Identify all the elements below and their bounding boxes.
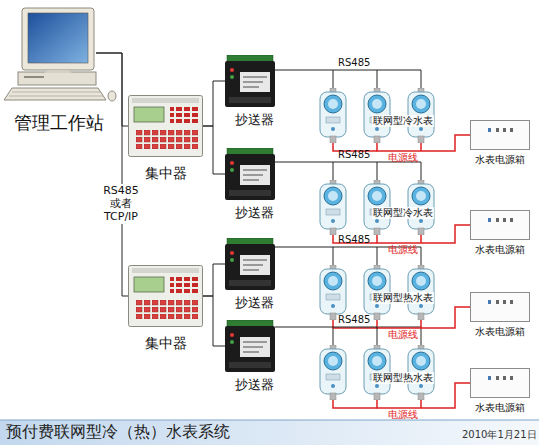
meter-illustration	[320, 88, 346, 143]
power-box: 水表电源箱	[470, 368, 530, 398]
signal-cable	[275, 327, 377, 345]
date-note: 2010年1月21日	[462, 429, 537, 441]
signal-cable	[275, 162, 377, 180]
cable-label: 电源线	[388, 409, 418, 421]
power-box-illustration	[471, 369, 530, 398]
node-label: 联网型冷水表	[372, 207, 434, 219]
key-row	[9, 96, 103, 97]
node-label: 水表电源箱	[462, 326, 538, 338]
mouse	[108, 91, 116, 101]
computer-case	[18, 72, 96, 85]
collector: 抄送器	[225, 55, 275, 107]
footer-rule	[0, 420, 539, 421]
signal-cable	[203, 296, 225, 346]
power-box: 水表电源箱	[470, 210, 530, 240]
collector-illustration	[225, 55, 275, 107]
power-box-illustration	[471, 293, 530, 322]
node-label: 管理工作站	[10, 112, 108, 134]
water-meter: 联网型冷水表	[362, 180, 392, 235]
cable-label: RS485 或者 TCP/IP	[98, 184, 144, 224]
meter-illustration	[320, 265, 346, 320]
cable-label: 电源线	[388, 152, 418, 164]
monitor-screen	[28, 13, 88, 63]
cable-label: RS485	[338, 234, 370, 246]
node-label: 水表电源箱	[462, 402, 538, 414]
collector: 抄送器	[225, 320, 275, 372]
collector: 抄送器	[225, 238, 275, 290]
node-label: 抄送器	[235, 112, 295, 128]
cable-label: RS485	[338, 57, 370, 69]
concentrator-illustration	[129, 266, 203, 327]
node-label: 联网型热水表	[372, 372, 434, 384]
power-box-illustration	[471, 211, 530, 240]
node-label: 抄送器	[235, 205, 295, 221]
node-label: 集中器	[128, 165, 203, 182]
monitor-frame	[22, 8, 94, 70]
footer-band	[0, 420, 539, 445]
collector: 抄送器	[225, 148, 275, 200]
collector-illustration	[225, 320, 275, 372]
workstation: 管理工作站	[22, 8, 96, 100]
signal-cable	[203, 81, 225, 126]
power-cable	[377, 307, 470, 328]
signal-cable	[275, 247, 377, 265]
concentrator: 集中器	[128, 95, 203, 157]
computer-illustration	[4, 8, 116, 101]
signal-cable	[275, 70, 377, 88]
power-box-illustration	[471, 121, 530, 150]
node-label: 抄送器	[235, 377, 295, 393]
power-cable	[377, 383, 470, 408]
node-label: 联网型热水表	[372, 292, 434, 304]
cable-label: RS485	[338, 314, 370, 326]
power-cable	[377, 135, 470, 151]
signal-cable	[203, 126, 225, 174]
cable-label: RS485	[338, 149, 370, 161]
node-label: 水表电源箱	[462, 244, 538, 256]
concentrator: 集中器	[128, 265, 203, 327]
cable-label: 电源线	[388, 244, 418, 256]
collector-illustration	[225, 148, 275, 200]
power-cable	[377, 225, 470, 243]
cable-label: 电源线	[388, 329, 418, 341]
node-label: 联网型冷水表	[372, 115, 434, 127]
key-row	[12, 92, 100, 93]
signal-cable	[203, 264, 225, 296]
node-label: 抄送器	[235, 295, 295, 311]
power-wire	[333, 143, 421, 408]
meter-illustration	[320, 345, 346, 400]
signal-cable	[96, 53, 128, 296]
keyboard	[4, 88, 106, 100]
node-label: 水表电源箱	[462, 154, 538, 166]
collector-illustration	[225, 238, 275, 290]
water-meter: 联网型热水表	[362, 345, 392, 400]
water-meter: 联网型冷水表	[362, 88, 392, 143]
diagram-title: 预付费联网型冷（热）水表系统	[6, 422, 230, 441]
node-label: 集中器	[128, 335, 203, 352]
concentrator-illustration	[129, 96, 203, 157]
power-box: 水表电源箱	[470, 120, 530, 150]
meter-illustration	[320, 180, 346, 235]
drive-slot	[24, 76, 44, 78]
power-box: 水表电源箱	[470, 292, 530, 322]
water-meter: 联网型热水表	[362, 265, 392, 320]
monitor-stand	[44, 70, 72, 73]
